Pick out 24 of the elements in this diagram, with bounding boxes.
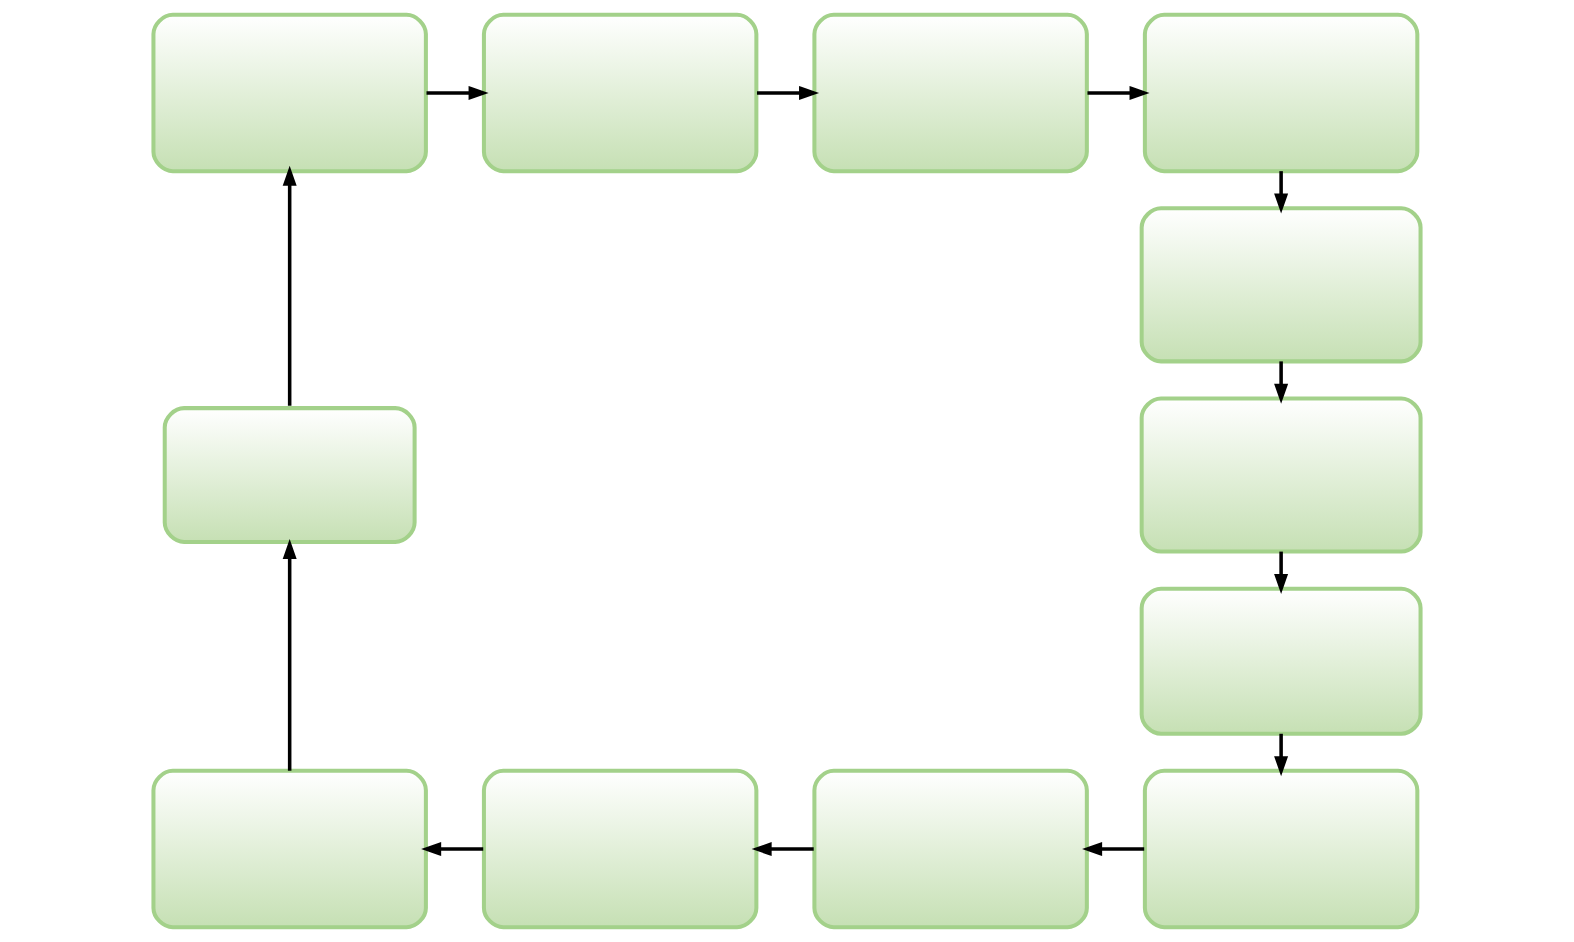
arrow <box>421 842 484 857</box>
arrow <box>757 85 820 100</box>
node-box <box>812 768 1089 930</box>
node-box <box>1142 768 1420 930</box>
node-box <box>151 12 428 174</box>
arrow <box>1274 171 1289 214</box>
arrow <box>1274 551 1289 595</box>
arrow <box>282 165 297 406</box>
arrow <box>426 85 489 100</box>
node-box <box>481 12 759 174</box>
node-box <box>1139 396 1423 554</box>
arrow <box>1274 361 1289 404</box>
node-box <box>481 768 759 930</box>
arrow <box>1274 733 1289 777</box>
node-box <box>1142 12 1420 174</box>
node-box <box>1139 206 1423 364</box>
arrow <box>282 538 297 771</box>
node-box <box>1139 586 1423 736</box>
node-box <box>812 12 1089 174</box>
arrow <box>751 842 814 857</box>
arrow <box>1087 85 1150 100</box>
arrow <box>1082 842 1145 857</box>
node-box <box>151 768 428 930</box>
node-box <box>162 406 417 544</box>
